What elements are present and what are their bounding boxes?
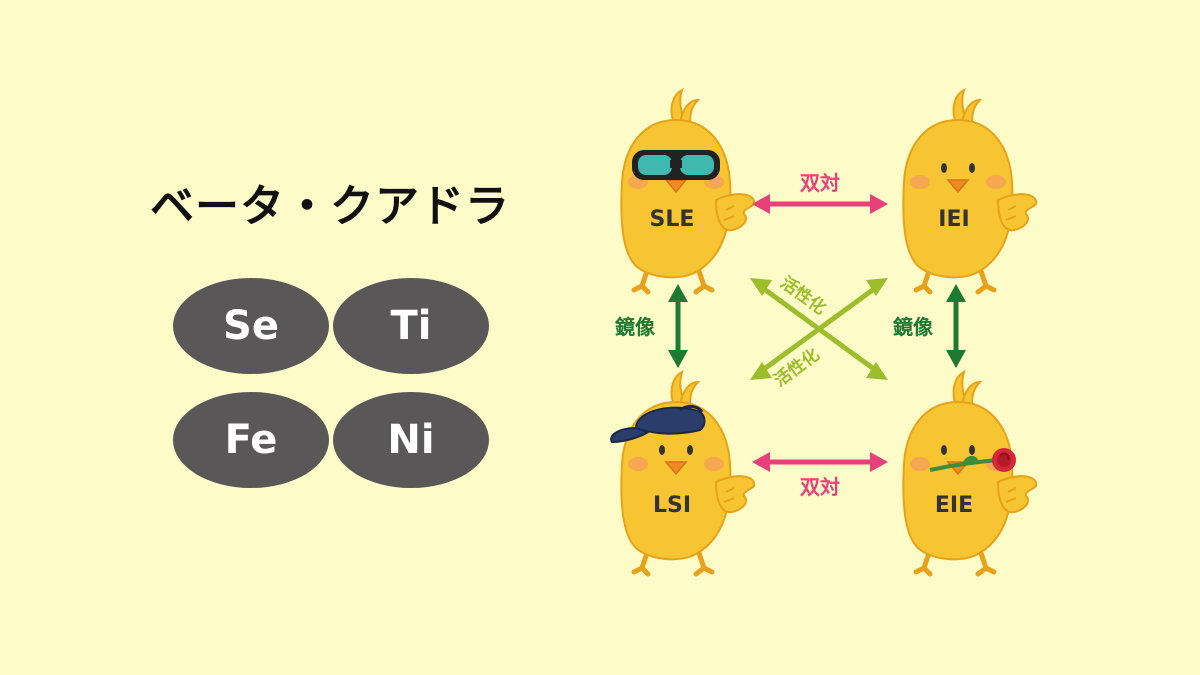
page-title: ベータ・クアドラ [150,181,510,232]
function-badge-ni: Ni [333,392,489,488]
chick-iei: IEI [903,90,1036,292]
rose-icon [929,448,1016,472]
type-label-sle: SLE [650,207,695,232]
function-badge-fe: Fe [173,392,329,488]
function-badge-ti: Ti [333,278,489,374]
function-badge-se: Se [173,278,329,374]
chick-sle: SLE [621,90,754,292]
chick-eie-body [903,372,1036,574]
chick-lsi-body [621,372,754,574]
visor-cap-icon [610,404,706,444]
dual-arrow-bottom [752,452,888,472]
type-label-eie: EIE [935,493,973,518]
dual-label-bottom: 双対 [800,475,840,499]
mirror-arrow-left [668,284,688,368]
type-label-lsi: LSI [653,493,691,518]
goggles-icon [632,150,720,180]
type-label-iei: IEI [938,207,969,232]
dual-label-top: 双対 [800,171,840,195]
chick-iei-body [903,90,1036,292]
activation-label-bottom: 活性化 [770,344,824,391]
chick-lsi: LSI [610,372,754,574]
activation-arrow-2 [750,278,888,380]
dual-arrow-top [752,194,888,214]
chick-eie: EIE [903,372,1036,574]
chick-sle-body [621,90,754,292]
activation-label-top: 活性化 [776,272,830,319]
mirror-label-left: 鏡像 [615,315,656,339]
mirror-label-right: 鏡像 [893,315,934,339]
mirror-arrow-right [946,284,966,368]
